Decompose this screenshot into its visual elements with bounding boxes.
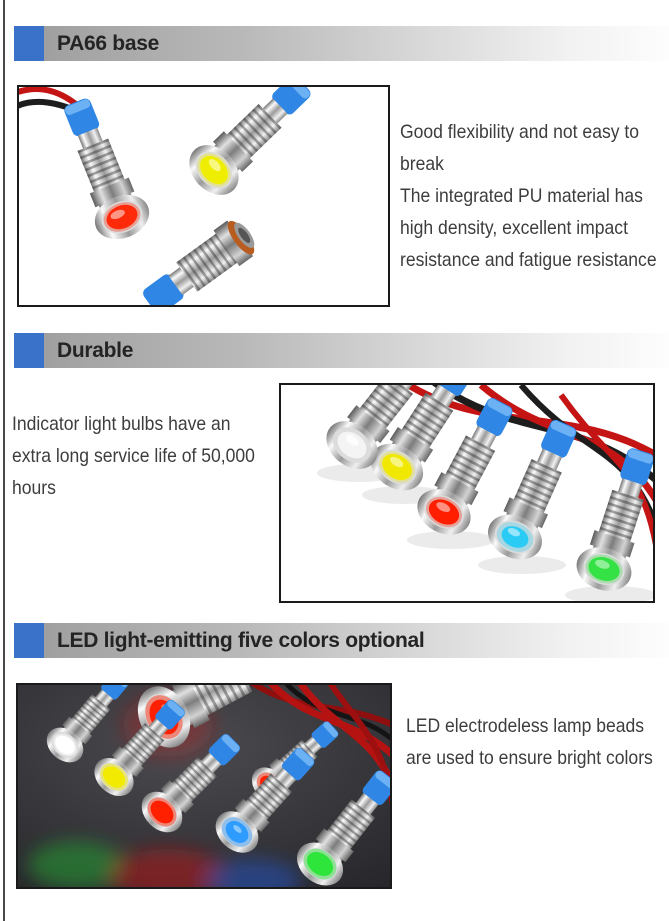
led-indicator-red-mid	[133, 723, 251, 841]
led-lens	[225, 820, 249, 844]
shadows	[317, 464, 653, 601]
section-description: Good flexibility and not easy to break T…	[400, 121, 657, 271]
led-indicator-white	[317, 385, 451, 479]
led-lens	[150, 800, 174, 824]
red-wire	[19, 87, 79, 108]
section-description: Indicator light bulbs have an extra long…	[12, 413, 255, 499]
section-description: LED electrodeless lamp beads are used to…	[406, 715, 653, 769]
led-indicator-yellow	[362, 385, 489, 500]
wires	[250, 685, 390, 806]
led-lens	[102, 766, 126, 788]
led-lens	[103, 202, 141, 232]
section-accent-square	[14, 333, 44, 368]
led-lens	[428, 499, 460, 525]
section-header-pa66-base: PA66 base	[14, 26, 669, 61]
section-accent-square	[14, 623, 44, 658]
led-indicator-blue	[207, 737, 326, 862]
product-image-five-colors	[16, 683, 392, 889]
led-indicator-white	[39, 685, 138, 770]
section-title: LED light-emitting five colors optional	[57, 628, 425, 652]
led-indicator-green	[570, 442, 653, 598]
led-indicator-yellow	[86, 690, 195, 804]
product-image-pa66-base	[17, 85, 390, 307]
led-lens	[382, 454, 412, 480]
led-lens	[197, 153, 231, 187]
led-indicator-red	[409, 389, 527, 544]
led-indicator-red	[49, 91, 156, 247]
led-lens	[55, 735, 75, 755]
section-accent-square	[14, 26, 44, 61]
led-lens	[337, 431, 367, 459]
product-image-durable	[279, 383, 655, 603]
section-title: Durable	[57, 338, 134, 362]
led-lens	[306, 851, 334, 877]
led-lens	[588, 556, 620, 582]
led-indicator-green	[288, 760, 390, 887]
section-header-durable: Durable	[14, 333, 669, 368]
section-title: PA66 base	[57, 31, 159, 55]
led-indicator-yellow	[179, 87, 323, 205]
led-indicator-blue	[480, 412, 592, 568]
section-header-five-colors: LED light-emitting five colors optional	[14, 623, 669, 658]
page-left-border	[3, 0, 5, 921]
